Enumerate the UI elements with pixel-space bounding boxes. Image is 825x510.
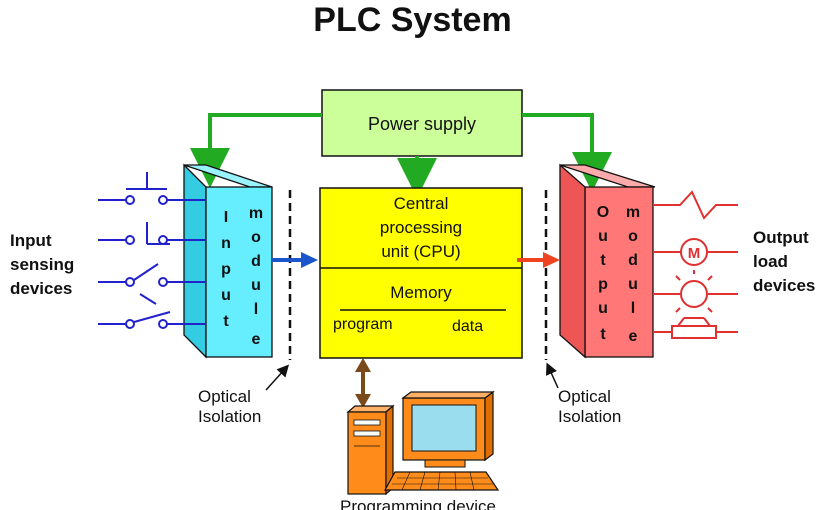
- input-module-letter-3: d: [251, 253, 261, 270]
- input-module: I n p u t m o d u l e: [183, 163, 273, 359]
- output-letter-4: p: [598, 276, 608, 293]
- cpu-label-line-3: unit (CPU): [381, 242, 460, 261]
- optical-isolation-right-pointer: [545, 362, 559, 389]
- programming-device-label: Programming device: [340, 497, 496, 510]
- cpu-label-line-2: processing: [380, 218, 462, 237]
- switch-4: [98, 311, 206, 329]
- motor-load: [653, 238, 738, 266]
- input-devices-label-3: devices: [10, 279, 72, 298]
- data-label: data: [452, 318, 483, 335]
- memory-label: Memory: [390, 283, 452, 302]
- output-letter-1: O: [597, 204, 609, 221]
- program-label: program: [333, 316, 393, 333]
- input-letter-1: I: [224, 209, 228, 226]
- output-module-letter-6: e: [629, 328, 638, 345]
- power-supply-box: Power supply: [321, 89, 523, 157]
- output-letter-3: t: [600, 252, 606, 269]
- power-lines: [190, 113, 612, 198]
- pushbutton-no-1: [98, 172, 206, 205]
- power-supply-label: Power supply: [368, 114, 476, 134]
- output-module-letter-5: l: [631, 300, 635, 317]
- output-devices-label-3: devices: [753, 276, 815, 295]
- programming-device: Programming device: [340, 390, 500, 510]
- power-line-output: [522, 113, 612, 192]
- pushbutton-nc-2: [98, 222, 206, 245]
- input-module-letter-2: o: [251, 229, 261, 246]
- output-letter-6: t: [600, 326, 606, 343]
- optical-isolation-right-label-2: Isolation: [558, 407, 621, 426]
- output-module-letter-1: m: [626, 204, 640, 221]
- computer-monitor: [401, 390, 495, 468]
- output-module: O u t p u t m o d u l e: [559, 163, 656, 359]
- output-module-letter-3: d: [628, 252, 638, 269]
- output-module-letter-4: u: [628, 276, 638, 293]
- cpu-label-line-1: Central: [394, 194, 449, 213]
- output-devices: [653, 190, 738, 339]
- input-module-letter-6: e: [252, 331, 261, 348]
- lamp-load: [653, 270, 738, 313]
- motor-symbol-label: M: [688, 245, 701, 262]
- switch-3: [98, 263, 206, 305]
- input-module-letter-1: m: [249, 205, 263, 222]
- computer-keyboard: [383, 471, 500, 491]
- power-line-input: [190, 113, 322, 188]
- output-devices-label-2: load: [753, 252, 788, 271]
- horn-load: [653, 317, 738, 339]
- page-title: PLC System: [313, 1, 512, 39]
- input-module-letter-5: l: [254, 301, 258, 318]
- input-devices-label-2: sensing: [10, 255, 74, 274]
- optical-isolation-left-pointer: [265, 364, 290, 391]
- optical-isolation-left-label-2: Isolation: [198, 407, 261, 426]
- output-letter-2: u: [598, 228, 608, 245]
- input-letter-2: n: [221, 235, 231, 252]
- cpu-to-output-arrow: [517, 252, 560, 268]
- input-to-cpu-arrow: [272, 252, 318, 268]
- output-devices-label-1: Output: [753, 228, 809, 247]
- output-module-letter-2: o: [628, 228, 638, 245]
- optical-isolation-right-label-1: Optical: [558, 387, 611, 406]
- input-module-letter-4: u: [251, 277, 261, 294]
- input-devices: [98, 172, 206, 329]
- computer-tower: [346, 404, 395, 496]
- heater-load: [653, 190, 738, 220]
- optical-isolation-left-label-1: Optical: [198, 387, 251, 406]
- input-letter-4: u: [221, 287, 231, 304]
- cpu-programming-link-arrow: [355, 358, 371, 408]
- input-devices-label-1: Input: [10, 231, 52, 250]
- input-letter-5: t: [223, 313, 229, 330]
- output-letter-5: u: [598, 300, 608, 317]
- cpu-box: Central processing unit (CPU) Memory pro…: [319, 187, 523, 359]
- input-letter-3: p: [221, 261, 231, 278]
